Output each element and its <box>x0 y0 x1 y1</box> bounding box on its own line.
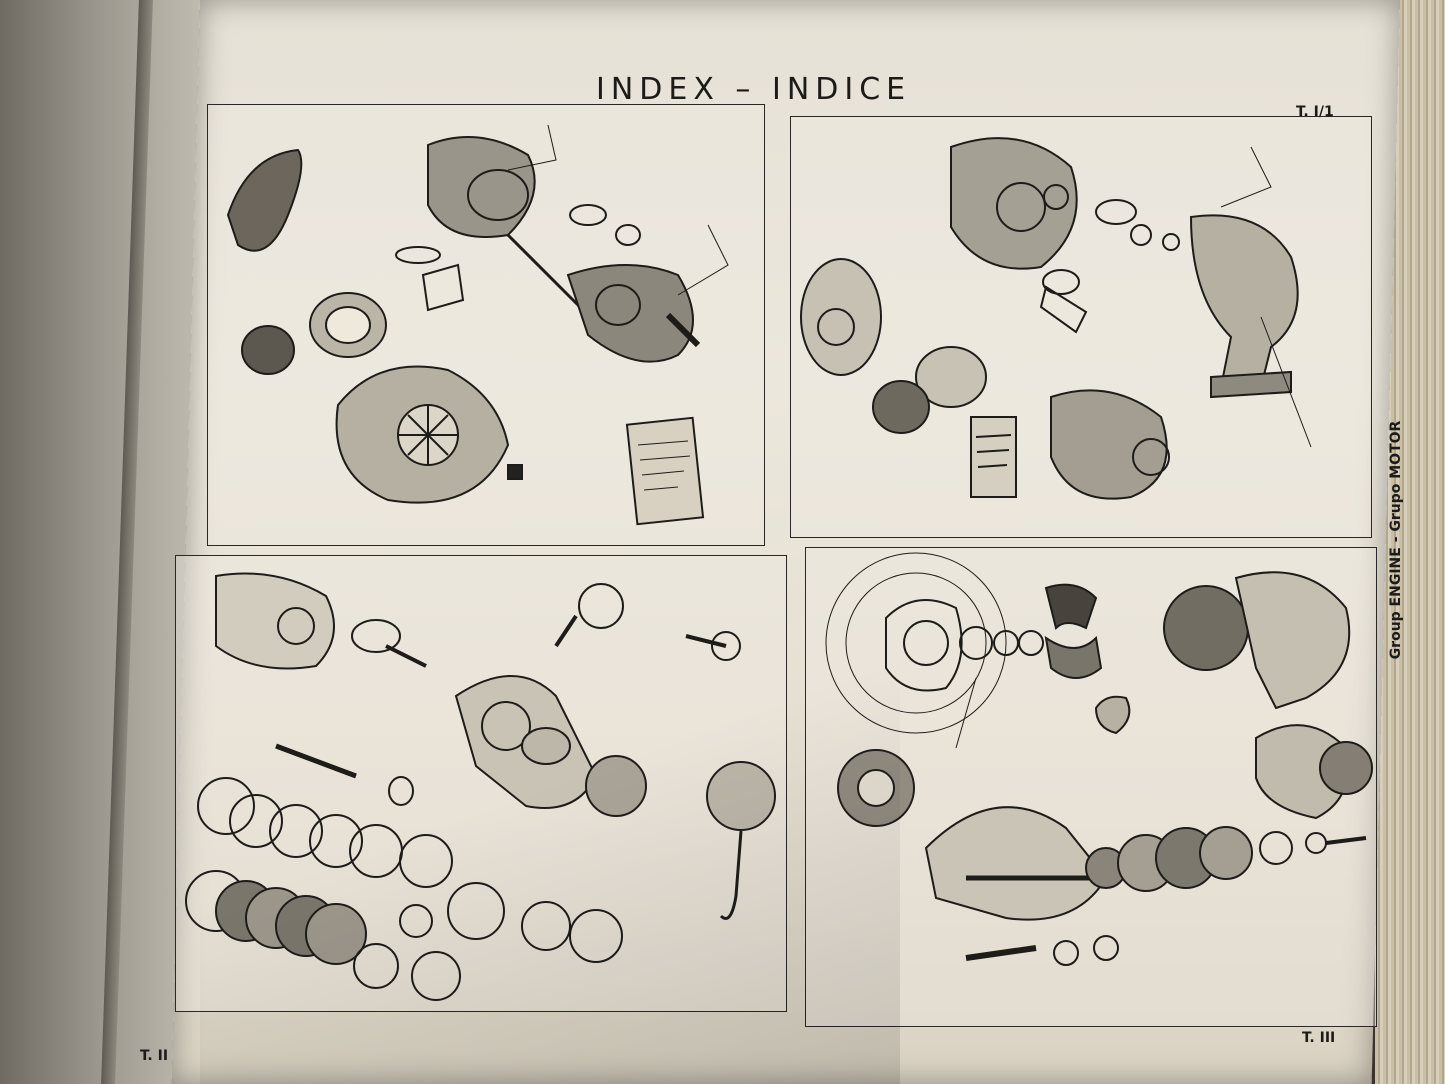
exploded-clutch-diagram <box>185 572 776 1001</box>
diagram-panel-bottom-left <box>175 555 787 1012</box>
page-title: INDEX – INDICE <box>596 72 912 107</box>
page-code-bottom-right: T. III <box>1302 1030 1336 1046</box>
diagram-panel-bottom-right <box>805 547 1377 1027</box>
exploded-crankcase-diagram <box>800 137 1312 500</box>
diagram-panel-top-left <box>207 104 765 546</box>
group-label-vertical: Group ENGINE - Grupo MOTOR <box>1388 420 1404 660</box>
exploded-gearbox-diagram <box>825 552 1373 966</box>
page-code-bottom-left: T. II <box>140 1048 169 1064</box>
exploded-engine-diagram <box>226 124 729 526</box>
diagram-panel-top-right <box>790 116 1372 538</box>
